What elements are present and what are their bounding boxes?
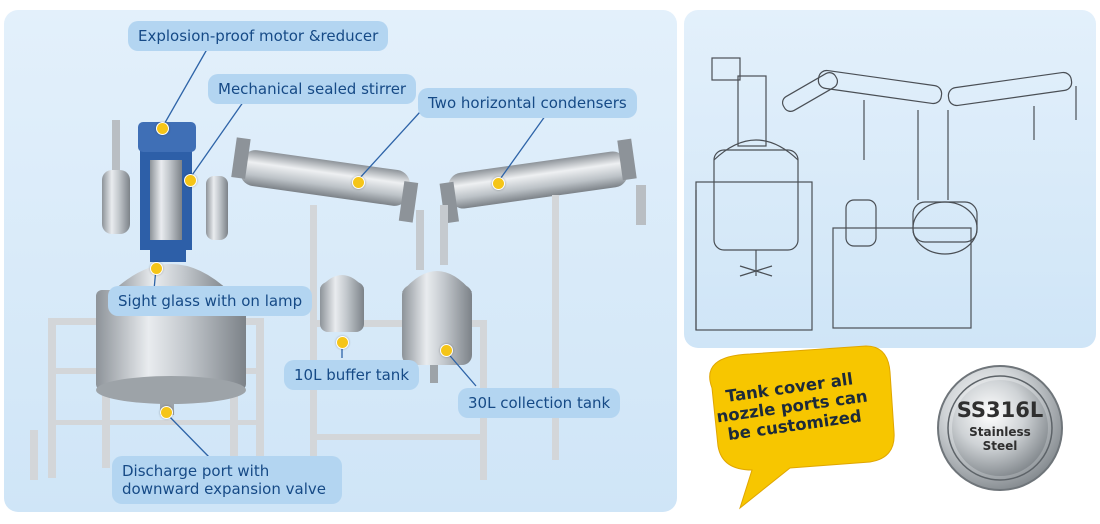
- vertical-pipes: [416, 205, 448, 270]
- buffer-tank: [320, 275, 364, 332]
- marker-condenser-right: [492, 177, 505, 190]
- callout-discharge: Discharge port with downward expansion v…: [112, 456, 342, 504]
- condenser-left: [231, 137, 419, 223]
- callout-sight-glass: Sight glass with on lamp: [108, 286, 313, 316]
- callout-motor: Explosion-proof motor &reducer: [128, 21, 389, 51]
- marker-collection-tank: [440, 344, 453, 357]
- speech-bubble: [709, 345, 895, 510]
- marker-buffer-tank: [336, 336, 349, 349]
- marker-condenser-left: [352, 176, 365, 189]
- motor-assembly: [138, 122, 196, 262]
- condenser-right: [439, 138, 646, 225]
- marker-discharge: [160, 406, 173, 419]
- callout-collection-tank: 30L collection tank: [458, 388, 621, 418]
- badge-seal: [937, 365, 1063, 491]
- badge-subtitle: Stainless Steel: [938, 425, 1062, 453]
- marker-stirrer: [184, 174, 197, 187]
- callout-buffer-tank: 10L buffer tank: [284, 360, 420, 390]
- badge-line-2: Steel: [982, 439, 1018, 453]
- badge-line-1: Stainless: [969, 425, 1031, 439]
- side-condenser: [102, 120, 228, 240]
- callout-discharge-line1: Discharge port with: [122, 462, 270, 480]
- callout-stirrer: Mechanical sealed stirrer: [208, 74, 417, 104]
- marker-sight-glass: [150, 262, 163, 275]
- collection-tank: [402, 271, 472, 383]
- technical-drawing: [695, 57, 1077, 331]
- badge-title: SS316L: [956, 398, 1044, 422]
- callout-condensers: Two horizontal condensers: [418, 88, 637, 118]
- callout-discharge-line2: downward expansion valve: [122, 480, 326, 498]
- marker-motor: [156, 122, 169, 135]
